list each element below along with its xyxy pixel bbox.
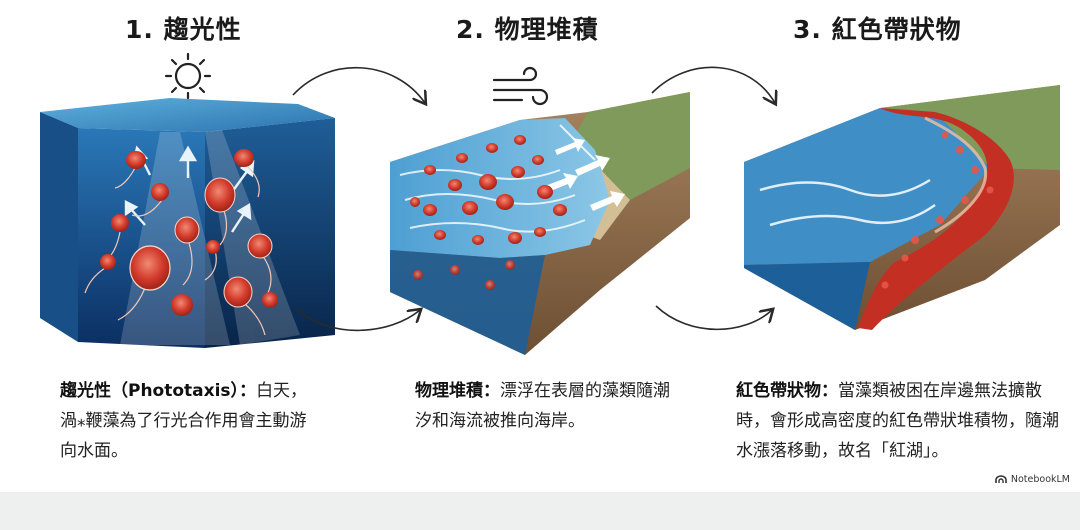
water-front-3 — [744, 262, 870, 330]
step-3-title: 3. 紅色帶狀物 — [793, 15, 962, 44]
step-1-description: 趨光性（Phototaxis）：白天，渦⁎鞭藻為了行光合作用會主動游向水面。 — [60, 376, 320, 466]
arrow-step-1-to-2-bottom — [295, 307, 420, 332]
water-left-face — [40, 112, 78, 342]
illustration — [40, 52, 1060, 355]
water-surface — [40, 98, 335, 132]
current-arrows — [545, 138, 625, 211]
algae-cells-panel-1 — [84, 149, 278, 336]
step-2-term: 物理堆積 — [415, 381, 483, 401]
grass-top — [572, 92, 690, 200]
step-1-term: 趨光性（Phototaxis） — [60, 381, 240, 401]
step-2-description: 物理堆積：漂浮在表層的藻類隨潮汐和海流被推向海岸。 — [415, 376, 685, 436]
panel-1-water-block — [40, 98, 335, 348]
sun-icon — [164, 52, 212, 100]
step-1-colon: ： — [239, 381, 257, 401]
step-2-text: 漂浮在表層的藻類隨潮汐和海流被推向海岸。 — [415, 381, 670, 431]
notebooklm-logo-icon — [995, 475, 1007, 483]
algae-cells-panel-2 — [410, 135, 567, 290]
step-3-description: 紅色帶狀物：當藻類被困在岸邊無法擴散時，會形成高密度的紅色帶狀堆積物，隨潮水漲落… — [736, 376, 1066, 466]
step-1-text: 白天，渦⁎鞭藻為了行光合作用會主動游向水面。 — [60, 381, 308, 461]
wind-icon — [492, 66, 549, 106]
water-front-face — [78, 128, 205, 348]
step-1-title: 1. 趨光性 — [125, 15, 242, 44]
step-2-colon: ： — [483, 381, 500, 401]
panel-2-coast-block — [390, 92, 690, 355]
step-2-title: 2. 物理堆積 — [456, 15, 599, 44]
brand-watermark: NotebookLM — [995, 474, 1070, 485]
step-3-text: 當藻類被困在岸邊無法擴散時，會形成高密度的紅色帶狀堆積物，隨潮水漲落移動，故名「… — [736, 381, 1059, 461]
panel-3-red-band-block — [744, 85, 1060, 330]
step-3-term: 紅色帶狀物 — [736, 381, 821, 401]
arrow-step-1-to-2-top — [292, 67, 425, 103]
arrow-step-2-to-3-bottom — [655, 305, 772, 331]
water-surface-3 — [744, 108, 990, 265]
red-tide-band — [858, 108, 1014, 330]
arrow-step-2-to-3-top — [651, 66, 775, 103]
step-3-colon: ： — [821, 381, 838, 401]
water-front-2 — [390, 250, 545, 355]
brand-name: NotebookLM — [1010, 474, 1070, 485]
bottom-strip — [0, 492, 1080, 530]
